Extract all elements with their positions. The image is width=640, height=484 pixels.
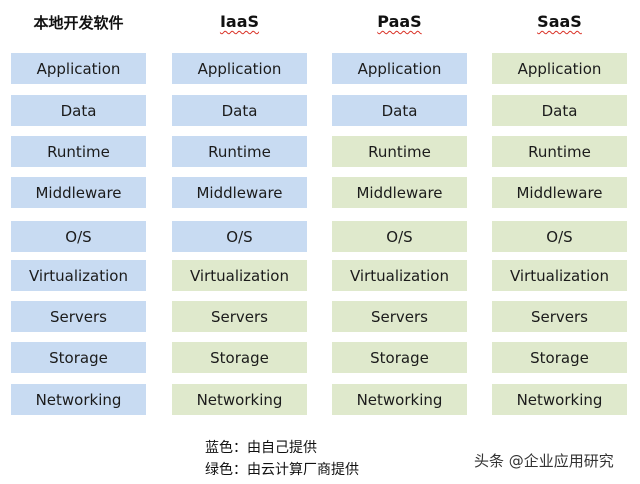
layer-cell-middleware: Middleware — [11, 177, 146, 208]
layer-cell-storage: Storage — [11, 342, 146, 373]
layer-cell-middleware: Middleware — [492, 177, 627, 208]
legend-blue: 蓝色：由自己提供 — [205, 440, 317, 456]
layer-cell-middleware: Middleware — [332, 177, 467, 208]
layer-cell-application: Application — [492, 53, 627, 84]
layer-cell-application: Application — [11, 53, 146, 84]
layer-cell-storage: Storage — [172, 342, 307, 373]
layer-cell-virtualization: Virtualization — [11, 260, 146, 291]
layer-cell-networking: Networking — [11, 384, 146, 415]
layer-cell-networking: Networking — [332, 384, 467, 415]
layer-cell-servers: Servers — [492, 301, 627, 332]
layer-cell-o-s: O/S — [172, 221, 307, 252]
layer-cell-storage: Storage — [332, 342, 467, 373]
layer-cell-application: Application — [172, 53, 307, 84]
layer-cell-virtualization: Virtualization — [172, 260, 307, 291]
layer-cell-data: Data — [11, 95, 146, 126]
layer-cell-data: Data — [332, 95, 467, 126]
watermark: 头条 @企业应用研究 — [474, 452, 614, 470]
column-title: PaaS — [377, 12, 422, 31]
layer-cell-o-s: O/S — [492, 221, 627, 252]
layer-cell-o-s: O/S — [332, 221, 467, 252]
layer-cell-networking: Networking — [172, 384, 307, 415]
layer-cell-runtime: Runtime — [172, 136, 307, 167]
layer-cell-networking: Networking — [492, 384, 627, 415]
layer-cell-data: Data — [172, 95, 307, 126]
layer-cell-servers: Servers — [332, 301, 467, 332]
layer-cell-application: Application — [332, 53, 467, 84]
layer-cell-virtualization: Virtualization — [332, 260, 467, 291]
layer-cell-servers: Servers — [11, 301, 146, 332]
column-title: IaaS — [219, 12, 260, 31]
layer-cell-runtime: Runtime — [11, 136, 146, 167]
layer-cell-runtime: Runtime — [332, 136, 467, 167]
column-title: 本地开发软件 — [33, 14, 124, 32]
layer-cell-runtime: Runtime — [492, 136, 627, 167]
layer-cell-servers: Servers — [172, 301, 307, 332]
layer-cell-data: Data — [492, 95, 627, 126]
layer-cell-middleware: Middleware — [172, 177, 307, 208]
layer-cell-storage: Storage — [492, 342, 627, 373]
column-title: SaaS — [537, 12, 582, 31]
legend-green: 绿色：由云计算厂商提供 — [205, 462, 359, 478]
layer-cell-o-s: O/S — [11, 221, 146, 252]
layer-cell-virtualization: Virtualization — [492, 260, 627, 291]
